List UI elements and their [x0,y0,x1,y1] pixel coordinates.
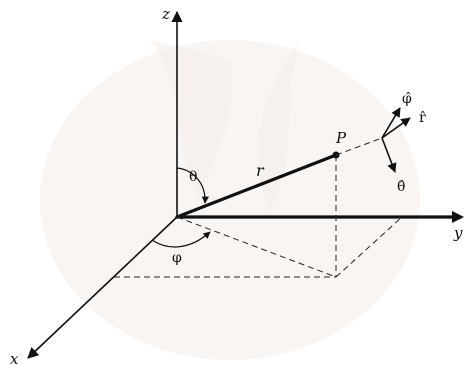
r-vector [175,153,338,219]
phi-hat-label: φ̂ [402,91,412,107]
background-watermark [40,40,420,360]
theta-arc [176,167,209,204]
theta-label: θ [189,169,197,185]
xy-projection-line [176,216,337,278]
r-label: r [256,161,265,180]
r-hat-vector [381,117,411,139]
phi-hat-vector [381,107,401,139]
parallel-y-dashed-line [335,216,403,278]
theta-hat-label: θ̂ [397,179,405,195]
z-axis-label: z [161,5,170,23]
r-extension-dashed-line [335,137,383,156]
phi-arc [151,231,211,248]
p-label: P [335,129,347,147]
x-axis-label: x [10,350,19,368]
y-axis-arrowhead [452,211,464,223]
y-axis-label: y [453,224,463,242]
theta-hat-vector [381,137,397,173]
r-hat-label: r̂ [419,110,426,126]
phi-label: φ [172,250,182,266]
